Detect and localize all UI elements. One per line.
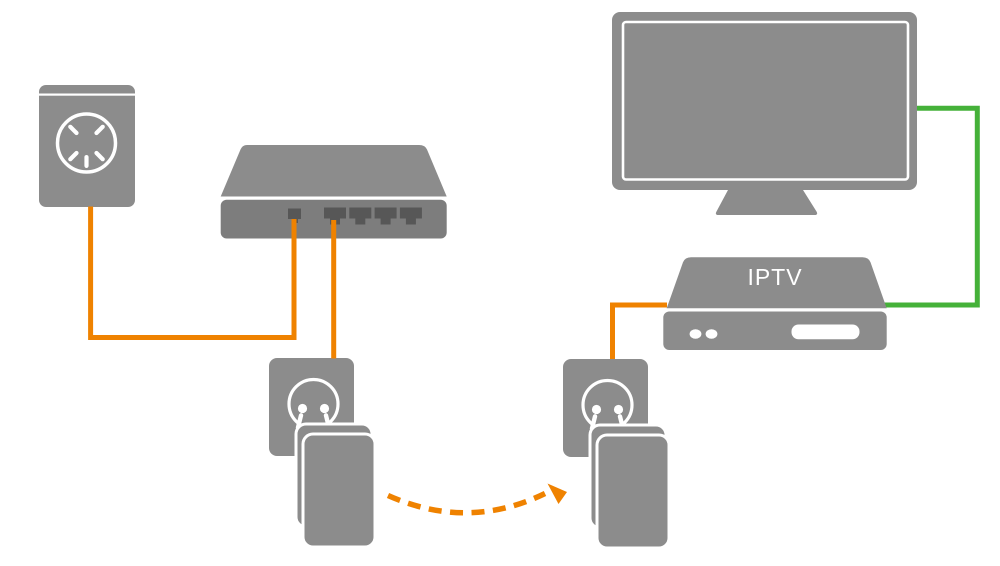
- outlet-slot: [94, 150, 105, 162]
- router-icon: [220, 145, 447, 239]
- lan-port-tab: [405, 218, 416, 225]
- socket-pin-hole: [591, 404, 602, 415]
- router-lan-port-4: [399, 207, 422, 225]
- arrowhead: [547, 483, 567, 504]
- orange-cable-path: [610, 302, 667, 361]
- tv-bezel: [612, 12, 917, 190]
- stb-display-window: [791, 324, 860, 340]
- socket-prong: [589, 414, 598, 431]
- power-outlet-icon: [39, 85, 135, 207]
- stb-front: [663, 311, 887, 350]
- outlet-slot: [68, 150, 79, 162]
- stb-led: [705, 329, 718, 339]
- iptv-stb-icon: [663, 257, 887, 350]
- ethernet-cable-stb-to-adapter: [610, 302, 667, 361]
- tv-icon: [612, 12, 917, 215]
- lan-port-body: [374, 207, 397, 219]
- outlet-body: [39, 85, 135, 207]
- outlet-bevel-line: [39, 93, 135, 96]
- outlet-slot: [94, 124, 105, 136]
- power-cable-outlet-to-router: [88, 206, 297, 340]
- stb-led: [689, 329, 702, 339]
- socket-prong: [295, 413, 304, 430]
- power-port-body: [288, 208, 301, 219]
- outlet-ring: [55, 112, 118, 174]
- powerline-adapter-front: [595, 433, 671, 550]
- tv-stand: [715, 190, 818, 215]
- router-lan-port-2: [349, 207, 372, 225]
- lan-port-tab: [355, 218, 366, 225]
- lan-port-tab: [380, 218, 391, 225]
- powerline-unit-left: [269, 358, 377, 549]
- socket-pin-hole: [613, 404, 624, 415]
- socket-pin-hole: [319, 403, 330, 414]
- socket-pin-hole: [297, 403, 308, 414]
- orange-cable-path: [88, 206, 297, 340]
- stb-top: [666, 257, 887, 309]
- lan-port-body: [399, 207, 422, 219]
- router-top: [220, 145, 447, 197]
- dashed-arrow-path: [386, 491, 547, 516]
- lan-port-body: [324, 207, 346, 219]
- powerline-unit-right: [563, 359, 671, 550]
- router-lan-port-3: [374, 207, 397, 225]
- powerline-link-arrow: [386, 483, 567, 516]
- outlet-slot: [68, 124, 79, 136]
- powerline-adapter-front: [301, 432, 377, 549]
- tv-screen-outline: [621, 20, 910, 181]
- green-cable-path: [884, 105, 980, 308]
- iptv-stb-label: IPTV: [747, 264, 803, 290]
- outlet-slot: [84, 155, 89, 168]
- video-cable-stb-to-tv: [884, 105, 980, 308]
- lan-port-body: [349, 207, 372, 219]
